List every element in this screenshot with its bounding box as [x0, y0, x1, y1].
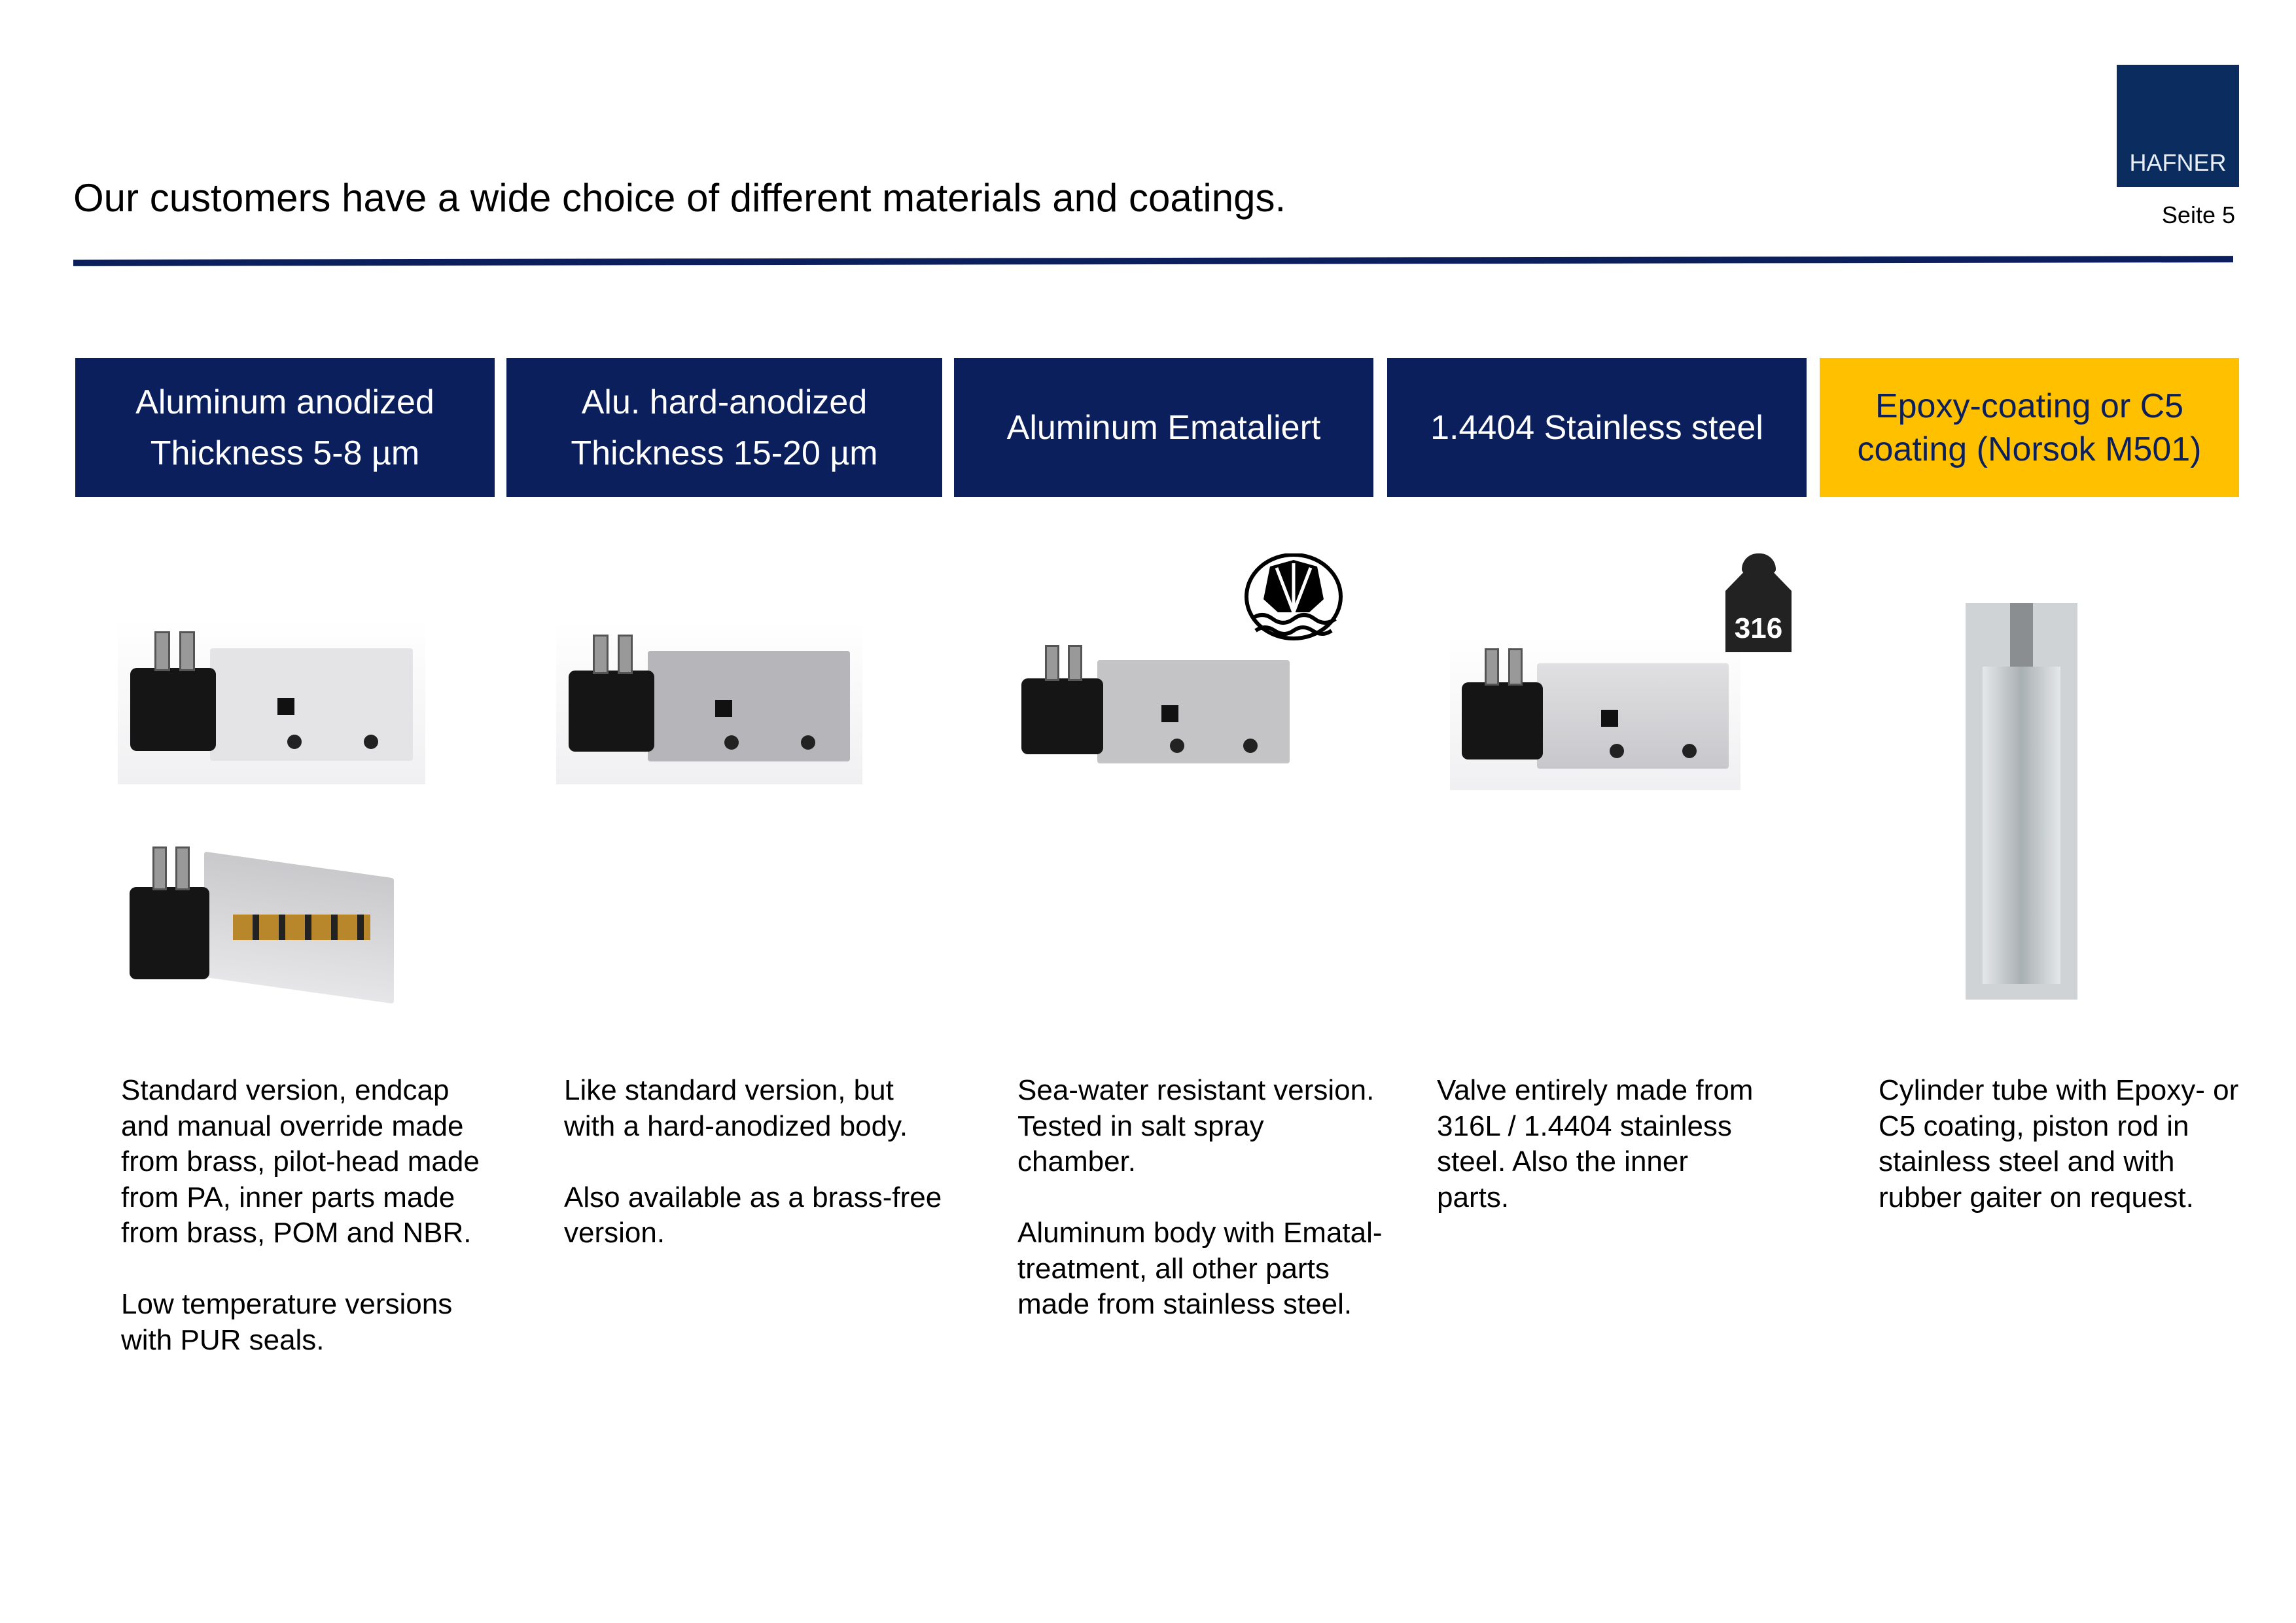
logo-text: HAFNER — [2129, 149, 2227, 176]
page-title: Our customers have a wide choice of diff… — [73, 176, 1286, 220]
header-line: Aluminum anodized — [135, 383, 434, 421]
valve-cutaway-image — [118, 831, 405, 1016]
description-epoxy: Cylinder tube with Epoxy- or C5 coating,… — [1879, 1074, 2239, 1213]
valve-ematal-image — [1010, 633, 1301, 784]
header-line: 1.4404 Stainless steel — [1430, 408, 1763, 447]
stainless-316-weight-icon: 316 — [1725, 553, 1792, 652]
header-ematal: Aluminum Emataliert — [954, 358, 1373, 497]
header-divider — [73, 256, 2234, 266]
header-line: Alu. hard-anodized — [581, 383, 868, 421]
cylinder-epoxy-image — [1966, 603, 2077, 1000]
description-ematal: Sea-water resistant version. Tested in s… — [1017, 1074, 1383, 1320]
header-line: Thickness 5-8 µm — [150, 434, 420, 472]
description-anodized: Standard version, endcap and manual over… — [121, 1074, 480, 1356]
header-stainless: 1.4404 Stainless steel — [1387, 358, 1807, 497]
valve-hard-anodized-image — [556, 621, 862, 784]
material-badge-text: 316 — [1734, 612, 1783, 644]
hafner-logo: HAFNER — [2117, 65, 2239, 187]
page-number: Seite 5 — [2161, 201, 2235, 228]
header-line: Aluminum Emataliert — [1006, 408, 1321, 447]
valve-stainless-image — [1450, 636, 1740, 790]
description-stainless: Valve entirely made from 316L / 1.4404 s… — [1437, 1074, 1754, 1213]
header-line: Epoxy-coating or C5 — [1875, 387, 2184, 425]
header-epoxy: Epoxy-coating or C5 coating (Norsok M501) — [1820, 358, 2239, 497]
description-hard-anodized: Like standard version, but with a hard-a… — [564, 1074, 942, 1249]
sea-water-resistant-icon — [1244, 553, 1344, 642]
valve-anodized-image — [118, 618, 425, 784]
header-line: coating (Norsok M501) — [1857, 430, 2202, 468]
header-line: Thickness 15-20 µm — [571, 434, 878, 472]
